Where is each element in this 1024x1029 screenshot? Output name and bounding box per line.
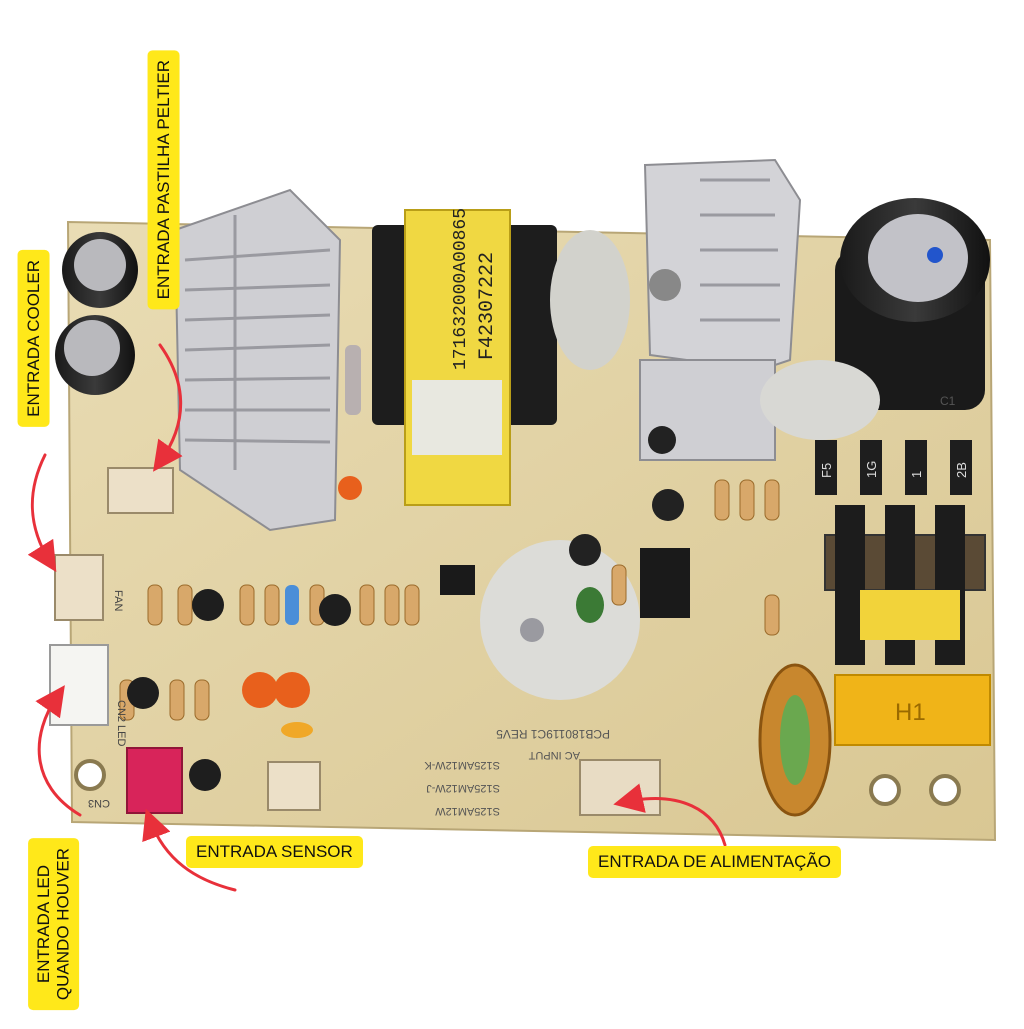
transistor — [319, 594, 351, 626]
transformer-code-2: F42307222 — [476, 252, 499, 360]
ceramic-capacitor — [338, 476, 362, 500]
mount-hole — [869, 774, 901, 806]
x-capacitor-label: H1 — [895, 699, 926, 726]
arrow-peltier — [153, 343, 183, 472]
diode-label-3: 1 — [909, 471, 924, 478]
mount-hole — [929, 774, 961, 806]
screw — [520, 618, 544, 642]
small-capacitor — [576, 587, 604, 623]
transformer-code-1: 171632000A00865 — [451, 208, 471, 370]
silk-pcb-id: PCB180119C1 REV5 — [496, 727, 610, 741]
label-peltier-text: ENTRADA PASTILHA PELTIER — [154, 60, 173, 300]
label-cooler: ENTRADA COOLER — [18, 250, 50, 427]
connector-peltier — [107, 467, 174, 514]
thermal-paste — [480, 540, 640, 700]
label-led: ENTRADA LED QUANDO HOUVER — [28, 838, 80, 1011]
connector-power — [579, 759, 661, 816]
thermal-paste — [550, 230, 630, 370]
label-power: ENTRADA DE ALIMENTAÇÃO — [588, 846, 842, 878]
label-led-line2: QUANDO HOUVER — [53, 848, 73, 1001]
silk-ac-input: AC INPUT — [528, 749, 580, 761]
ic-chip — [640, 548, 690, 618]
arrow-led — [35, 685, 82, 817]
mount-hole — [74, 759, 106, 791]
big-capacitor — [835, 198, 990, 410]
transistor — [189, 759, 221, 791]
connector-sensor — [126, 747, 183, 814]
silk-model-1: S125AM12W-K — [424, 759, 500, 771]
ceramic-capacitor — [274, 672, 310, 708]
diode-label-2: 1G — [864, 461, 879, 478]
ceramic-capacitor — [242, 672, 278, 708]
transformer — [372, 209, 557, 506]
arrow-sensor — [142, 808, 237, 892]
arrow-cooler — [27, 453, 57, 573]
resistor-gray — [345, 345, 361, 415]
silk-led: CN2 LED — [115, 700, 127, 747]
silk-model-2: S125AM12W-J — [426, 782, 500, 794]
x-capacitor — [834, 674, 991, 746]
arrow-power — [613, 783, 727, 847]
silk-model-3: S125AM12W — [435, 805, 500, 817]
left-heatsink — [173, 188, 342, 532]
diode-label-1: F5 — [819, 463, 834, 478]
transistor — [648, 426, 676, 454]
connector-cn6 — [267, 761, 321, 811]
small-capacitor — [569, 534, 601, 566]
label-led-line1: ENTRADA LED — [34, 865, 53, 984]
connector-led — [49, 644, 109, 726]
left-capacitors — [55, 232, 138, 395]
label-power-text: ENTRADA DE ALIMENTAÇÃO — [598, 852, 832, 871]
silk-fan: FAN — [112, 590, 124, 611]
diodes — [815, 440, 972, 495]
thermal-paste — [760, 360, 880, 440]
label-cooler-text: ENTRADA COOLER — [24, 260, 43, 417]
annotation-arrows — [27, 343, 727, 892]
right-heatsink — [639, 158, 802, 461]
ceramic-capacitor — [281, 722, 313, 738]
resistor-blue — [285, 585, 299, 625]
label-sensor-text: ENTRADA SENSOR — [196, 842, 353, 861]
transistor — [127, 677, 159, 709]
small-capacitor — [652, 489, 684, 521]
label-peltier: ENTRADA PASTILHA PELTIER — [148, 50, 180, 310]
connector-fan — [54, 554, 104, 621]
transistor — [192, 589, 224, 621]
output-inductor — [824, 505, 986, 665]
label-sensor: ENTRADA SENSOR — [186, 836, 363, 868]
cap-label-c1: C1 — [940, 394, 956, 408]
toroid-coil — [758, 663, 832, 817]
ic-chip — [440, 565, 475, 595]
silk-sensor: CN3 — [88, 797, 110, 809]
diode-label-4: 2B — [954, 462, 969, 478]
